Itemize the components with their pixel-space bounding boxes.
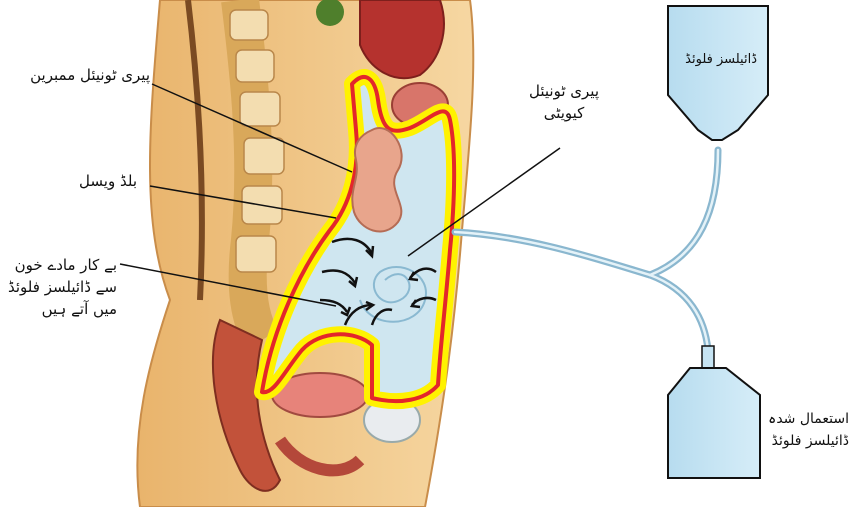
dialysis-fluid-bag (668, 6, 768, 140)
label-used-line-1: استعمال شدہ (753, 408, 849, 430)
label-blood-vessel: بلڈ ویسل (79, 170, 137, 192)
label-peritoneal-cavity: پیری ٹونیئل کیویٹی (509, 80, 619, 124)
label-dialysis-fluid: ڈائیلسز فلوئڈ (685, 52, 757, 67)
label-used-dialysis-fluid: استعمال شدہ ڈائیلسز فلوئڈ (753, 408, 849, 452)
intestines (352, 128, 401, 231)
label-waste-line-2: سے ڈائیلسز فلوئڈ (0, 276, 117, 298)
used-fluid-bag (668, 346, 760, 478)
label-waste-line-1: بے کار مادے خون (0, 254, 117, 276)
label-cavity-line-2: کیویٹی (509, 102, 619, 124)
label-used-line-2: ڈائیلسز فلوئڈ (753, 430, 849, 452)
dialysis-tubing (455, 150, 718, 350)
dialysis-tubing-inner (455, 150, 718, 350)
label-cavity-line-1: پیری ٹونیئل (509, 80, 619, 102)
label-peritoneal-membrane: پیری ٹونیئل ممبرین (30, 64, 150, 86)
label-waste-line-3: میں آتے ہیں (0, 298, 117, 320)
label-waste-to-fluid: بے کار مادے خون سے ڈائیلسز فلوئڈ میں آتے… (0, 254, 117, 320)
